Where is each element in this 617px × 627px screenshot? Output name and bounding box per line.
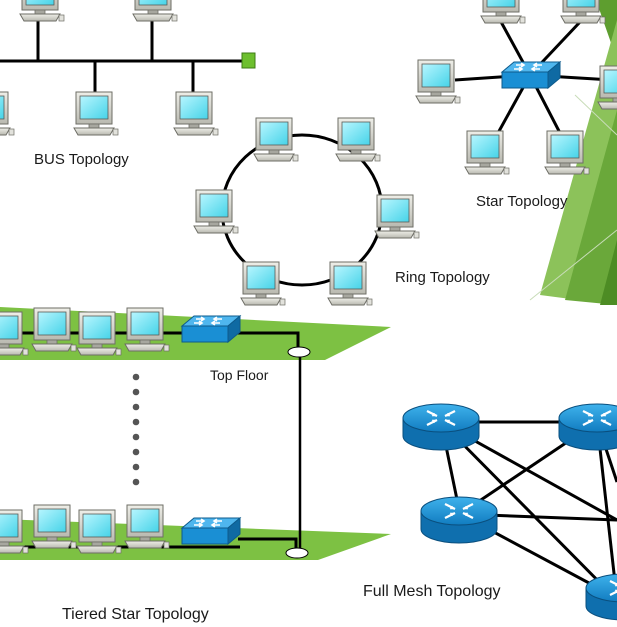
mesh-router: [557, 402, 617, 452]
bus-computer: [19, 0, 65, 22]
star-topology: [415, 0, 617, 175]
full-mesh-topology-label: Full Mesh Topology: [363, 583, 501, 600]
star-computer: [560, 0, 606, 24]
tiered-star-topology: [0, 307, 391, 560]
star-computer: [597, 65, 617, 110]
bus-computer: [132, 0, 178, 22]
star-computer: [415, 59, 461, 104]
ring-computer: [335, 117, 381, 162]
floor-computer: [124, 504, 170, 549]
star-computer: [544, 130, 590, 175]
mesh-router: [401, 402, 481, 452]
floor-computer: [31, 307, 77, 352]
ring-computer: [327, 261, 373, 306]
ring-computer: [240, 261, 286, 306]
bottom-floor-switch: [181, 517, 241, 545]
bus-topology: [0, 0, 256, 136]
bus-computer: [0, 91, 15, 136]
floor-computer: [76, 311, 122, 356]
floor-computer: [31, 504, 77, 549]
top-floor-switch: [181, 315, 241, 343]
bus-topology-label: BUS Topology: [34, 151, 129, 168]
full-mesh-topology: [401, 402, 617, 622]
ring-computer: [253, 117, 299, 162]
mesh-router: [584, 572, 617, 622]
floor-ellipsis-dots: [132, 373, 140, 486]
floor-computer: [124, 307, 170, 352]
floor-computer: [76, 509, 122, 554]
bus-computer: [73, 91, 119, 136]
ring-computer: [193, 189, 239, 234]
mesh-router: [419, 495, 499, 545]
star-computer: [480, 0, 526, 24]
star-switch: [501, 61, 561, 89]
bus-computer: [173, 91, 219, 136]
ring-topology: [193, 117, 420, 306]
tiered-star-topology-label: Tiered Star Topology: [62, 606, 209, 623]
star-computer: [464, 130, 510, 175]
star-topology-label: Star Topology: [476, 193, 568, 210]
ring-topology-label: Ring Topology: [395, 269, 490, 286]
top-floor-label: Top Floor: [210, 367, 269, 383]
ring-computer: [374, 194, 420, 239]
